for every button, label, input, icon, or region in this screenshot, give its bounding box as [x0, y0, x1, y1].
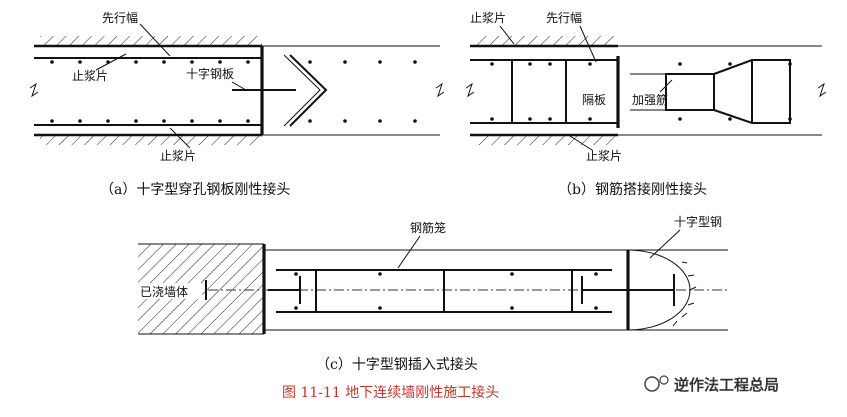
excavation-hatch-c [672, 261, 697, 327]
leader-stop-top-a [95, 53, 127, 71]
caption-c: （c）十字型钢插入式接头 [316, 356, 478, 373]
chevron-plate-a [289, 54, 328, 127]
watermark: 逆作法工程总局 [644, 375, 779, 394]
cast-wall-label-mask-c [138, 283, 202, 299]
lap-rebar-box-b [665, 73, 715, 111]
label-stop-top-b: 止浆片 [470, 10, 506, 25]
break-mark-left-b [465, 82, 475, 98]
cage-dots-c [294, 272, 598, 310]
leader-steel-c [649, 229, 681, 259]
label-cast-c: 已浇墙体 [140, 285, 188, 299]
leader-advance-a [139, 23, 171, 57]
watermark-logo-icon [644, 376, 660, 392]
leader-advance-b [579, 25, 597, 63]
figure-caption: 图 11-11 地下连续墙刚性施工接头 [282, 384, 499, 401]
watermark-text: 逆作法工程总局 [674, 376, 779, 394]
soil-hatch-bottom-a [40, 136, 262, 145]
leader-stop-bottom-a [169, 127, 191, 149]
label-rebar-b: 加强筋 [632, 92, 668, 107]
label-stop-bottom-a: 止浆片 [160, 148, 196, 163]
label-cage-c: 钢筋笼 [410, 220, 446, 235]
leader-stop-top-b [499, 25, 515, 45]
break-mark-right-a [435, 82, 445, 98]
panel-c: 钢筋笼 十字型钢 已浇墙体 （c）十字型钢插入式接头 [138, 214, 728, 373]
soil-hatch-top-a [40, 36, 262, 45]
label-diaphragm-b: 隔板 [582, 93, 606, 107]
leader-cage-c [397, 235, 421, 269]
panel-a: 先行幅 止浆片 十字钢板 止浆片 （a）十字型穿孔钢板刚性接头 [29, 10, 445, 198]
label-stop-top-a: 止浆片 [72, 68, 108, 83]
chevron-inner-a [283, 54, 321, 127]
watermark-logo-dot [659, 375, 669, 385]
leader-cross-plate-a [231, 81, 247, 91]
lap-rebar-flare-b [713, 59, 791, 124]
rebar-dots-top-a [50, 60, 417, 64]
leader-rebar-b [659, 79, 673, 93]
rebar-dots-bottom-a [50, 119, 417, 123]
label-steel-c: 十字型钢 [674, 214, 722, 229]
caption-a: （a）十字型穿孔钢板刚性接头 [100, 181, 290, 198]
label-advance-b: 先行幅 [546, 10, 582, 25]
soil-hatch-top-b [475, 36, 615, 45]
label-cross-plate-a: 十字钢板 [186, 66, 234, 81]
break-mark-right-b [817, 82, 827, 98]
soil-hatch-bottom-b [475, 136, 615, 145]
panel-b: 止浆片 先行幅 隔板 加强筋 止浆片 （b）钢筋搭接刚性接头 [465, 10, 827, 198]
caption-b: （b）钢筋搭接刚性接头 [558, 181, 707, 198]
label-advance-a: 先行幅 [102, 10, 138, 25]
break-mark-left-a [29, 82, 39, 98]
label-stop-bottom-b: 止浆片 [586, 148, 622, 163]
rebar-dots-b [490, 62, 792, 121]
leader-stop-bottom-b [569, 135, 593, 151]
